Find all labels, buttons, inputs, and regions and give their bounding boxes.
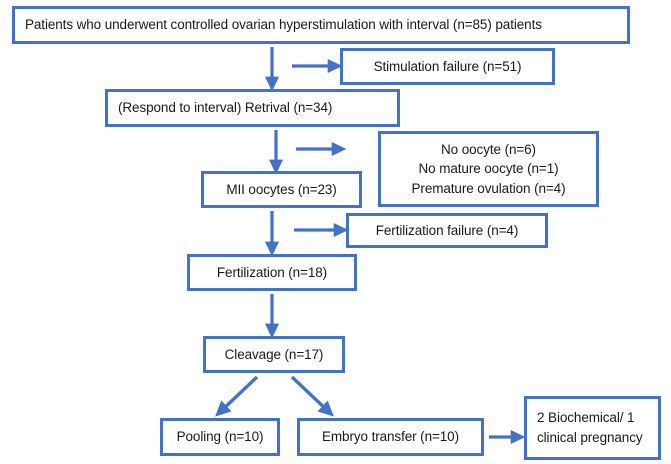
edge-cleavage-to-pooling: [215, 375, 259, 417]
node-cohort-label: Patients who underwent controlled ovaria…: [25, 17, 542, 33]
node-fertilization-label: Fertilization (n=18): [216, 264, 328, 280]
node-pregnancy-outcome-label: 2 Biochemical/ 1 clinical pregnancy: [537, 410, 643, 445]
node-pooling-label: Pooling (n=10): [176, 429, 264, 445]
node-embryo-transfer-label: Embryo transfer (n=10): [322, 429, 459, 445]
node-pregnancy-outcome: 2 Biochemical/ 1 clinical pregnancy: [524, 396, 661, 460]
node-fertilization-failure-label: Fertilization failure (n=4): [375, 222, 519, 238]
node-cleavage: Cleavage (n=17): [203, 336, 345, 373]
node-stimulation-failure: Stimulation failure (n=51): [340, 48, 555, 85]
node-cohort: Patients who underwent controlled ovaria…: [12, 6, 630, 44]
node-embryo-transfer: Embryo transfer (n=10): [297, 418, 484, 456]
node-fertilization: Fertilization (n=18): [187, 254, 357, 291]
node-pooling: Pooling (n=10): [160, 418, 280, 456]
node-mii-oocytes: MII oocytes (n=23): [201, 171, 362, 208]
node-retrieval-label: (Respond to interval) Retrival (n=34): [118, 100, 333, 116]
node-fertilization-failure: Fertilization failure (n=4): [346, 213, 548, 248]
node-excluded-oocytes-label: No oocyte (n=6) No mature oocyte (n=1) P…: [411, 141, 566, 196]
node-retrieval: (Respond to interval) Retrival (n=34): [105, 89, 400, 127]
node-mii-oocytes-label: MII oocytes (n=23): [226, 181, 337, 197]
node-excluded-oocytes: No oocyte (n=6) No mature oocyte (n=1) P…: [378, 131, 599, 207]
node-cleavage-label: Cleavage (n=17): [224, 346, 324, 362]
edge-cleavage-to-embryo-transfer: [290, 375, 334, 417]
node-stimulation-failure-label: Stimulation failure (n=51): [373, 58, 522, 74]
